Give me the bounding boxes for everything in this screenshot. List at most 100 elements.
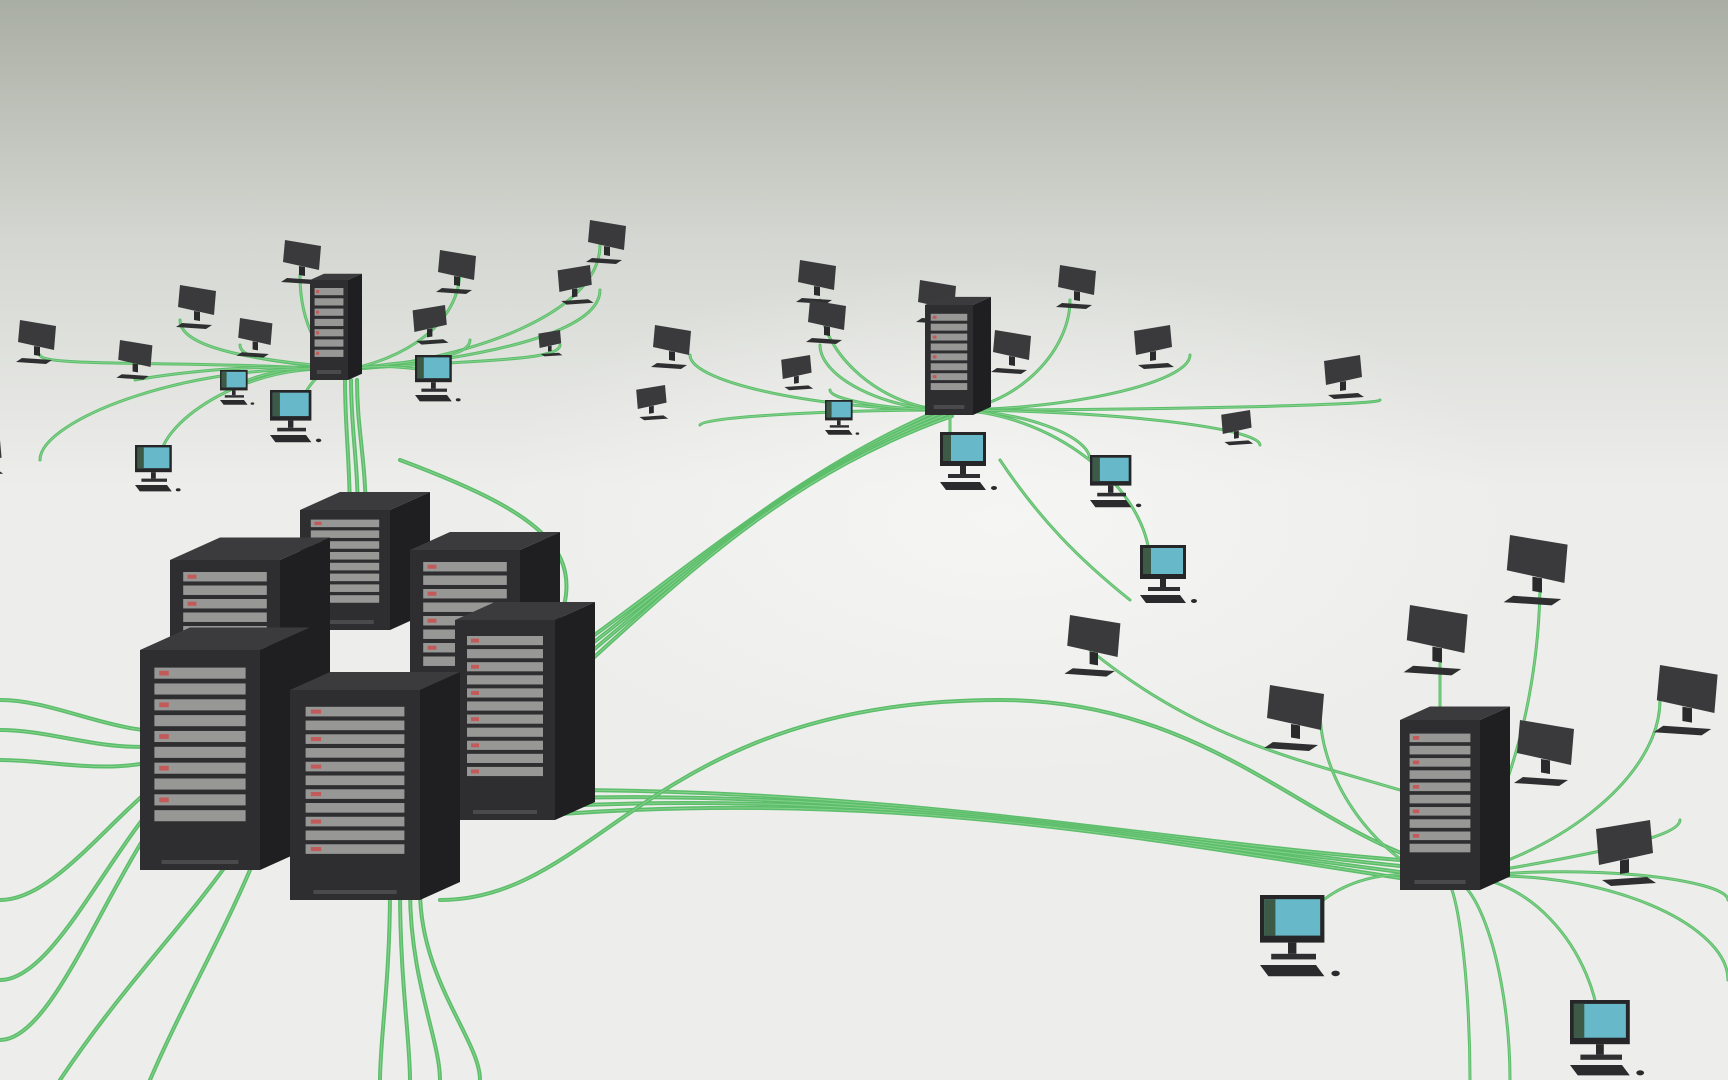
- screen-panel: [1092, 457, 1100, 482]
- rack-unit: [314, 318, 344, 327]
- cable-highlight: [344, 269, 461, 371]
- monitor-stand: [454, 276, 460, 286]
- rack-unit: [310, 562, 380, 571]
- workstation-base: [1271, 953, 1316, 960]
- workstation: [940, 432, 997, 490]
- workstation-screen: [826, 401, 851, 418]
- monitor: [436, 250, 476, 294]
- rack-unit: [467, 701, 543, 711]
- monitor-panel: [283, 240, 321, 270]
- rack-vent: [473, 810, 537, 814]
- monitor-panel: [557, 265, 592, 292]
- workstation: [135, 445, 181, 492]
- monitor-panel: [1324, 355, 1362, 385]
- workstation-stand: [1160, 579, 1166, 587]
- server-rack-c: [1400, 706, 1510, 890]
- monitor-base: [1503, 595, 1562, 606]
- monitor-panel: [1406, 605, 1468, 653]
- monitor-base: [416, 339, 449, 345]
- monitor-stand: [1074, 291, 1080, 301]
- rack-unit: [423, 589, 507, 599]
- mouse: [455, 398, 461, 402]
- rack-unit: [930, 383, 968, 391]
- rack-led: [932, 315, 937, 319]
- rack-led: [159, 734, 169, 739]
- rack-unit: [154, 667, 246, 679]
- workstation: [1260, 895, 1340, 977]
- monitor-panel: [636, 385, 667, 409]
- monitor-stand: [1532, 576, 1542, 593]
- monitor-stand: [1234, 430, 1239, 439]
- rack-unit: [305, 789, 405, 799]
- rack-led: [314, 521, 322, 525]
- mouse: [1135, 503, 1142, 508]
- monitor: [116, 340, 153, 380]
- monitor: [557, 265, 594, 305]
- rack-led: [310, 764, 322, 769]
- keyboard: [135, 485, 172, 492]
- monitor-stand: [1340, 381, 1346, 391]
- monitor-base: [561, 299, 594, 305]
- rack-unit: [183, 585, 267, 595]
- workstation-screen: [417, 357, 450, 379]
- workstation: [220, 370, 255, 405]
- monitor-panel: [1058, 265, 1096, 295]
- monitor-stand: [1009, 356, 1015, 366]
- rack-unit: [305, 816, 405, 827]
- screen-panel: [272, 392, 280, 417]
- monitor: [16, 320, 56, 364]
- workstation-screen: [272, 392, 309, 417]
- monitor: [1264, 685, 1324, 751]
- monitor: [1503, 535, 1568, 606]
- monitor: [1596, 820, 1656, 886]
- rack-led: [187, 601, 197, 606]
- rack-unit: [930, 323, 968, 331]
- monitor: [236, 318, 273, 358]
- workstation-base: [224, 395, 244, 398]
- rack-unit: [467, 740, 543, 750]
- cable-highlight: [379, 889, 391, 1080]
- monitor-panel: [1656, 665, 1718, 713]
- rack-unit: [154, 778, 246, 790]
- monitor-base: [236, 352, 269, 358]
- keyboard: [220, 400, 248, 405]
- rack-unit: [467, 636, 543, 646]
- monitor: [412, 305, 449, 345]
- monitor-panel: [538, 330, 562, 348]
- monitor-stand: [794, 375, 799, 384]
- rack-unit: [305, 830, 405, 841]
- monitor: [0, 440, 4, 474]
- monitor-panel: [1134, 325, 1172, 355]
- monitor-stand: [814, 286, 820, 296]
- monitor-stand: [1541, 759, 1550, 774]
- rack-unit: [310, 573, 380, 582]
- monitor-stand: [427, 328, 433, 338]
- rack-led: [471, 690, 479, 695]
- rack-side: [555, 602, 595, 820]
- rack-unit: [930, 333, 968, 341]
- rack-led: [316, 290, 320, 294]
- rack-led: [310, 847, 322, 852]
- monitor-stand: [1291, 724, 1300, 739]
- cable-highlight: [439, 699, 1421, 901]
- screen-panel: [1573, 1003, 1585, 1038]
- rack-unit: [1409, 831, 1471, 841]
- devices: [0, 220, 1718, 1076]
- monitor-stand: [252, 341, 258, 351]
- rack-unit: [183, 599, 267, 609]
- rack-unit: [310, 595, 380, 603]
- rack-front: [1400, 720, 1480, 890]
- rack-unit: [314, 288, 344, 296]
- rack-unit: [310, 552, 380, 560]
- rack-unit: [305, 844, 405, 854]
- rack-unit: [314, 339, 344, 347]
- monitor-stand: [1150, 351, 1156, 361]
- rack-vent: [316, 620, 374, 624]
- rack-top: [140, 627, 310, 650]
- monitor-base: [281, 278, 317, 284]
- rack-unit: [154, 699, 246, 711]
- rack-unit: [305, 706, 405, 717]
- rack-side: [348, 273, 362, 380]
- rack-side: [420, 672, 460, 900]
